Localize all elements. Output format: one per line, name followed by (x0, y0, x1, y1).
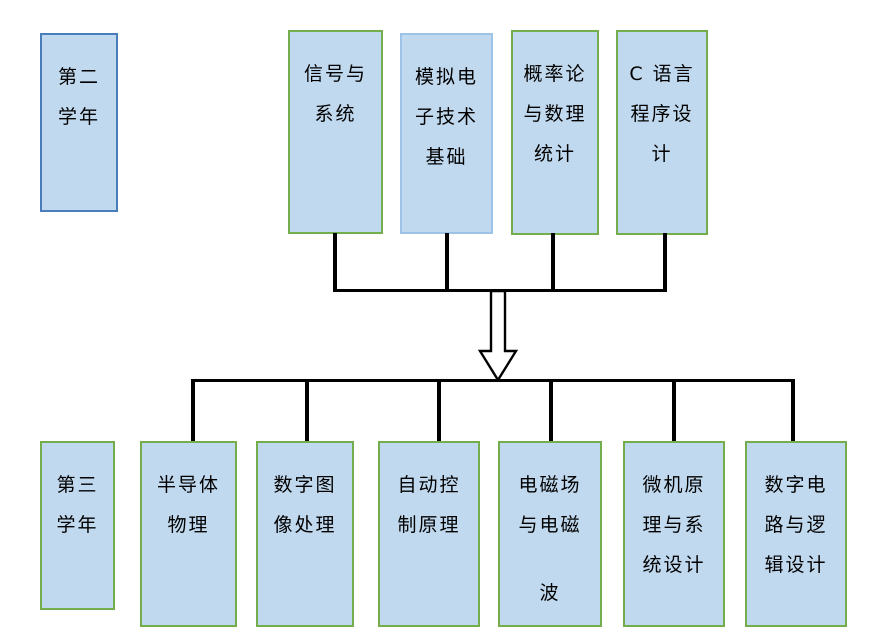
course-box-analog-electronics: 模拟电 子技术 基础 (400, 33, 493, 234)
course-box-probability-statistics: 概率论 与数理 统计 (511, 30, 599, 235)
course-box-electromagnetic-wave: 电磁场 与电磁 波 (498, 441, 602, 627)
box-line: 路与逻 (764, 514, 828, 536)
box-line: 学年 (56, 514, 99, 536)
course-box-automatic-control: 自动控 制原理 (378, 441, 480, 627)
connector-bottom-2 (305, 379, 309, 442)
course-box-semiconductor-physics: 半导体 物理 (140, 441, 237, 627)
box-line: 半导体 (156, 474, 220, 496)
course-box-signals-systems: 信号与 系统 (288, 30, 383, 234)
box-line: 与电磁 (518, 514, 582, 536)
connector-top-2 (445, 233, 449, 291)
box-line: 数字电 (764, 474, 828, 496)
box-line: 像处理 (273, 514, 337, 536)
box-line: 程序设 (630, 103, 694, 125)
box-line: 统计 (533, 143, 576, 165)
box-line: 基础 (425, 146, 468, 168)
box-line: 学年 (57, 106, 100, 128)
box-line: 波 (539, 582, 561, 604)
box-line: 理与系 (642, 514, 706, 536)
box-line: C 语言 (629, 63, 695, 85)
connector-bottom-3 (437, 379, 441, 442)
connector-top-1 (333, 233, 337, 291)
box-line: 自动控 (397, 474, 461, 496)
box-line: 辑设计 (764, 554, 828, 576)
connector-bottom-1 (191, 379, 195, 442)
connector-bottom-4 (549, 379, 553, 442)
down-arrow-icon (478, 290, 518, 382)
connector-bottom-6 (791, 379, 795, 442)
year3-label-box: 第三 学年 (40, 441, 115, 610)
box-line: 概率论 (523, 63, 587, 85)
course-box-microcomputer-system: 微机原 理与系 统设计 (623, 441, 725, 627)
box-line: 第三 (56, 474, 99, 496)
year2-label-box: 第二 学年 (40, 33, 118, 212)
box-line: 计 (651, 143, 673, 165)
course-box-digital-image-processing: 数字图 像处理 (256, 441, 354, 627)
connector-bottom-5 (672, 379, 676, 442)
box-line: 统设计 (642, 554, 706, 576)
course-box-c-programming: C 语言 程序设 计 (616, 30, 708, 235)
box-line: 微机原 (642, 474, 706, 496)
box-line: 子技术 (414, 106, 478, 128)
box-line: 物理 (167, 514, 210, 536)
box-line: 制原理 (397, 514, 461, 536)
box-line: 第二 (57, 66, 100, 88)
box-line: 系统 (314, 103, 357, 125)
box-line: 模拟电 (414, 66, 478, 88)
connector-top-3 (551, 233, 555, 291)
connector-top-4 (663, 233, 667, 291)
box-line: 数字图 (273, 474, 337, 496)
box-line: 信号与 (303, 63, 367, 85)
box-line: 与数理 (523, 103, 587, 125)
box-line: 电磁场 (518, 474, 582, 496)
connector-bottom-spread-line (193, 379, 795, 382)
course-box-digital-logic-design: 数字电 路与逻 辑设计 (745, 441, 847, 627)
